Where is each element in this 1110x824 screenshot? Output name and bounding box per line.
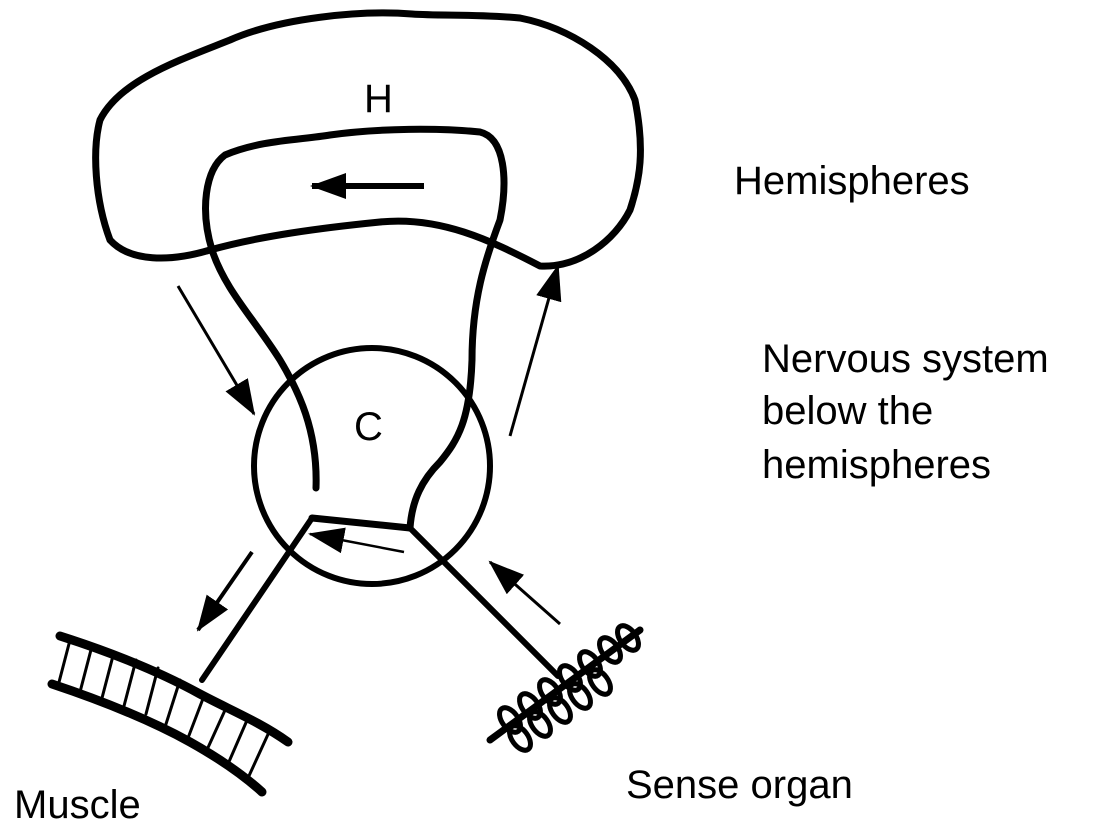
- label-hemispheres: Hemispheres: [734, 159, 970, 203]
- label-nervous-system-line2: below the: [762, 389, 933, 433]
- label-nervous-system-line3: hemispheres: [762, 443, 991, 487]
- sense-organ-icon: [490, 622, 643, 754]
- arrow-within-c: [310, 534, 404, 552]
- label-h: H: [364, 77, 393, 121]
- label-nervous-system-line1: Nervous system: [762, 337, 1049, 381]
- arrow-c-to-hemispheres: [510, 266, 558, 436]
- label-c: C: [354, 405, 383, 449]
- label-muscle: Muscle: [14, 783, 141, 824]
- reflex-connector: [312, 518, 410, 528]
- muscle-icon: [52, 636, 288, 792]
- label-sense-organ: Sense organ: [626, 763, 853, 807]
- hemispheres-outline: [96, 13, 641, 266]
- inner-pathway-loop: [206, 129, 504, 528]
